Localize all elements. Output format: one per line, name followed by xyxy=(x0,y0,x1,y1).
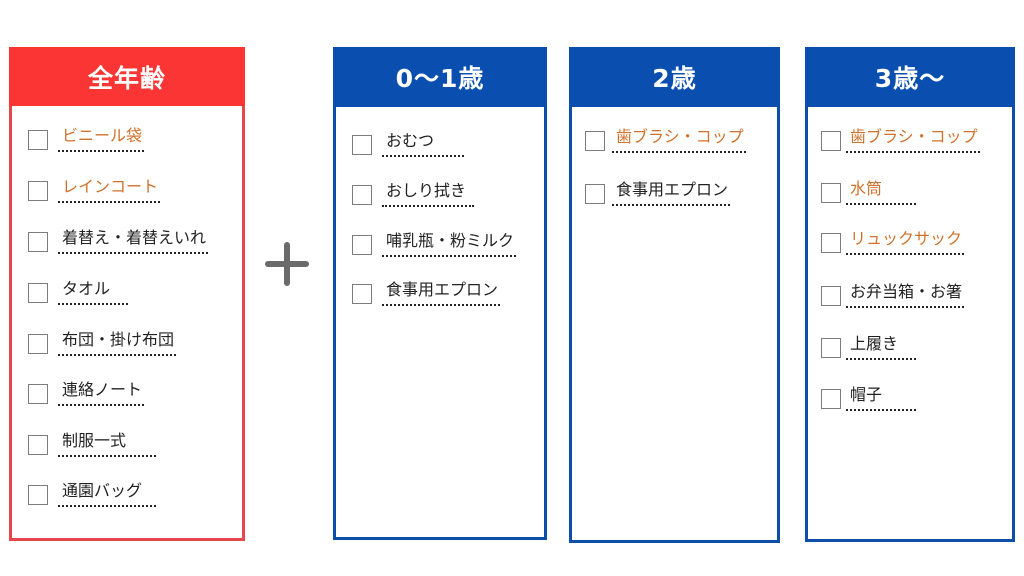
item-label: お弁当箱・お箸 xyxy=(846,282,965,308)
checkbox[interactable] xyxy=(821,183,841,203)
checkbox[interactable] xyxy=(28,232,48,252)
checkbox[interactable] xyxy=(28,181,48,201)
item-label: 通園バッグ xyxy=(58,481,157,507)
checkbox[interactable] xyxy=(585,184,605,204)
card-title: 0〜1歳 xyxy=(333,47,547,107)
item-label: 食事用エプロン xyxy=(382,280,501,306)
item-label: 連絡ノート xyxy=(58,380,145,406)
item-label: タオル xyxy=(58,279,129,305)
item-label: 歯ブラシ・コップ xyxy=(846,127,980,153)
checkbox[interactable] xyxy=(28,130,48,150)
item-label: リュックサック xyxy=(846,229,965,255)
plus-icon xyxy=(265,242,309,286)
checkbox[interactable] xyxy=(352,284,372,304)
checkbox[interactable] xyxy=(585,131,605,151)
item-label: レインコート xyxy=(58,177,161,203)
checkbox[interactable] xyxy=(28,435,48,455)
item-label: 哺乳瓶・粉ミルク xyxy=(382,231,517,257)
item-label: おしり拭き xyxy=(382,181,475,207)
all-ages-card: 全年齢 ビニール袋 レインコート 着替え・着替えいれ タオル 布団・掛け布団 連… xyxy=(9,47,245,541)
item-label: おむつ xyxy=(382,131,465,157)
checkbox[interactable] xyxy=(28,384,48,404)
item-label: ビニール袋 xyxy=(58,126,145,152)
item-label: 水筒 xyxy=(846,179,917,205)
item-label: 制服一式 xyxy=(58,431,157,457)
checkbox[interactable] xyxy=(28,334,48,354)
item-label: 上履き xyxy=(846,334,917,360)
checkbox[interactable] xyxy=(821,338,841,358)
item-label: 食事用エプロン xyxy=(612,180,731,206)
card-title: 2歳 xyxy=(569,47,780,107)
age-0-1-card: 0〜1歳 おむつ おしり拭き 哺乳瓶・粉ミルク 食事用エプロン xyxy=(333,47,547,540)
age-3-plus-card: 3歳〜 歯ブラシ・コップ 水筒 リュックサック お弁当箱・お箸 上履き 帽子 xyxy=(805,47,1015,542)
checkbox[interactable] xyxy=(821,233,841,253)
card-title: 3歳〜 xyxy=(805,47,1015,107)
item-label: 帽子 xyxy=(846,385,917,411)
item-label: 歯ブラシ・コップ xyxy=(612,127,746,153)
item-label: 着替え・着替えいれ xyxy=(58,228,209,254)
age-2-card: 2歳 歯ブラシ・コップ 食事用エプロン xyxy=(569,47,780,543)
checkbox[interactable] xyxy=(352,235,372,255)
checkbox[interactable] xyxy=(28,485,48,505)
checkbox[interactable] xyxy=(821,286,841,306)
checkbox[interactable] xyxy=(28,283,48,303)
checkbox[interactable] xyxy=(821,389,841,409)
item-label: 布団・掛け布団 xyxy=(58,330,177,356)
checkbox[interactable] xyxy=(352,185,372,205)
checkbox[interactable] xyxy=(821,131,841,151)
card-title: 全年齢 xyxy=(9,47,245,106)
checkbox[interactable] xyxy=(352,135,372,155)
